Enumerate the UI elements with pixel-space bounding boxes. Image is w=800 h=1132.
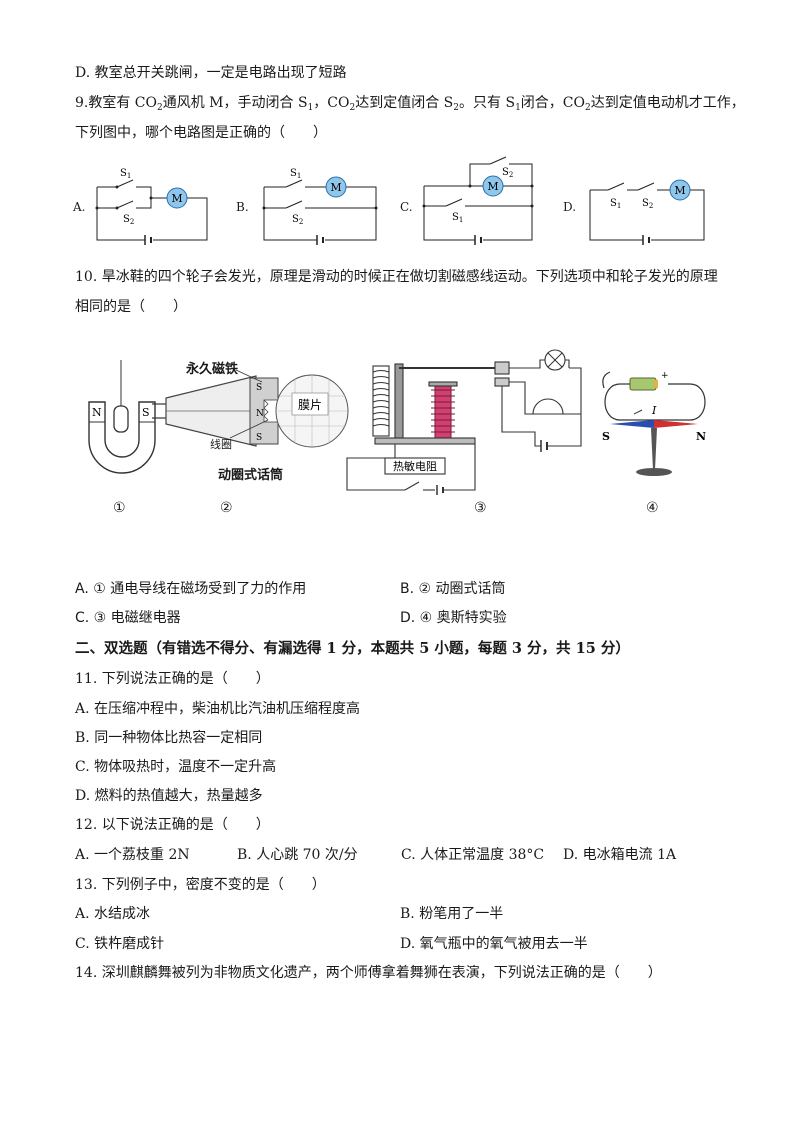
fig4-plus-label: + [661,371,669,381]
q10-option-c: C. ③ 电磁继电器 [75,610,181,626]
q9c-s1: S1 [452,212,463,224]
fig4-north-label: N [696,430,706,443]
q13-stem: 13. 下列例子中，密度不变的是（ ） [75,877,326,893]
q9d-s2: S2 [642,198,653,210]
q12-option-b: B. 人心跳 70 次/分 [237,847,358,863]
q10-option-a: A. ① 通电导线在磁场受到了力的作用 [75,581,307,597]
q11-option-d: D. 燃料的热值越大，热量越多 [75,788,263,804]
fig1-south-label: S [142,406,150,419]
q9b-s2: S2 [292,214,303,226]
q9b-motor-label: M [330,181,341,194]
q12-option-a: A. 一个荔枝重 2N [75,847,190,863]
fig2-caption: 动圈式话筒 [218,468,284,483]
q13-option-a: A. 水结成冰 [75,906,151,922]
section-2-title: 二、双选题（有错选不得分、有漏选得 1 分，本题共 5 小题，每题 3 分，共 … [75,640,630,657]
q9a-motor-label: M [171,192,182,205]
q10-figure-4: + I S N [602,371,706,476]
fig2-magnet-label: 永久磁铁 [186,362,239,377]
fig2-number: ② [220,500,233,516]
q9b-s1: S1 [290,168,301,180]
q9c-motor-label: M [487,180,498,193]
q9-circuit-b: M S1 S2 [262,168,378,245]
fig4-number: ④ [646,500,659,516]
q9-circuit-a: M S1 S2 [95,168,208,245]
fig4-current-label: I [651,404,657,417]
q8-option-d: D. 教室总开关跳闸，一定是电路出现了短路 [75,65,347,81]
fig2-south2-label: S [256,433,262,443]
q9a-s2: S2 [123,214,134,226]
q12-option-c: C. 人体正常温度 38°C [401,847,545,863]
q10-figure-1: N S [88,360,156,474]
q11-option-b: B. 同一种物体比热容一定相同 [75,730,263,746]
q13-option-d: D. 氧气瓶中的氧气被用去一半 [400,936,588,952]
fig2-film-label: 膜片 [298,398,322,412]
fig4-south-label: S [602,430,610,443]
q11-option-a: A. 在压缩冲程中，柴油机比汽油机压缩程度高 [75,701,361,717]
q9d-motor-label: M [674,184,685,197]
fig2-south-label: S [256,383,262,393]
q9d-s1: S1 [610,198,621,210]
fig2-coil-label: 线圈 [210,438,232,451]
q10-figure-2: 膜片 S N S [152,369,349,448]
q10-stem-line1: 10. 旱冰鞋的四个轮子会发光，原理是滑动的时候正在做切割磁感线运动。下列选项中… [75,269,718,285]
q10-stem-line2: 相同的是（ ） [75,299,187,315]
q13-option-b: B. 粉笔用了一半 [400,906,504,922]
fig3-number: ③ [474,500,487,516]
q9c-s2: S2 [502,167,513,179]
q10-option-b: B. ② 动圈式话筒 [400,581,506,597]
q10-figure-3: 热敏电阻 [346,349,582,495]
q13-option-c: C. 铁杵磨成针 [75,936,165,952]
q14-stem: 14. 深圳麒麟舞被列为非物质文化遗产，两个师傅拿着舞狮在表演，下列说法正确的是… [75,965,662,981]
fig1-number: ① [113,500,126,516]
q9-option-d-label: D. [563,200,577,214]
q9-stem-line1: 9.教室有 CO2通风机 M，手动闭合 S1，CO2达到定值闭合 S2。只有 S… [75,95,745,113]
q9-circuit-c: M S2 S1 [422,156,534,245]
fig2-north-label: N [256,409,264,419]
q12-stem: 12. 以下说法正确的是（ ） [75,817,270,833]
q9-option-c-label: C. [400,200,413,214]
fig1-north-label: N [92,406,102,419]
q11-stem: 11. 下列说法正确的是（ ） [75,671,270,687]
q9-stem-line2: 下列图中，哪个电路图是正确的（ ） [75,125,327,141]
q10-option-d: D. ④ 奥斯特实验 [400,610,507,626]
q9a-s1: S1 [120,168,131,180]
q9-option-a-label: A. [73,200,86,214]
q11-option-c: C. 物体吸热时，温度不一定升高 [75,759,277,775]
q12-option-d: D. 电冰箱电流 1A [563,847,677,863]
q9-circuit-d: M S1 S2 [589,179,705,245]
q9-option-b-label: B. [236,200,249,214]
fig3-resistor-label: 热敏电阻 [393,459,437,473]
